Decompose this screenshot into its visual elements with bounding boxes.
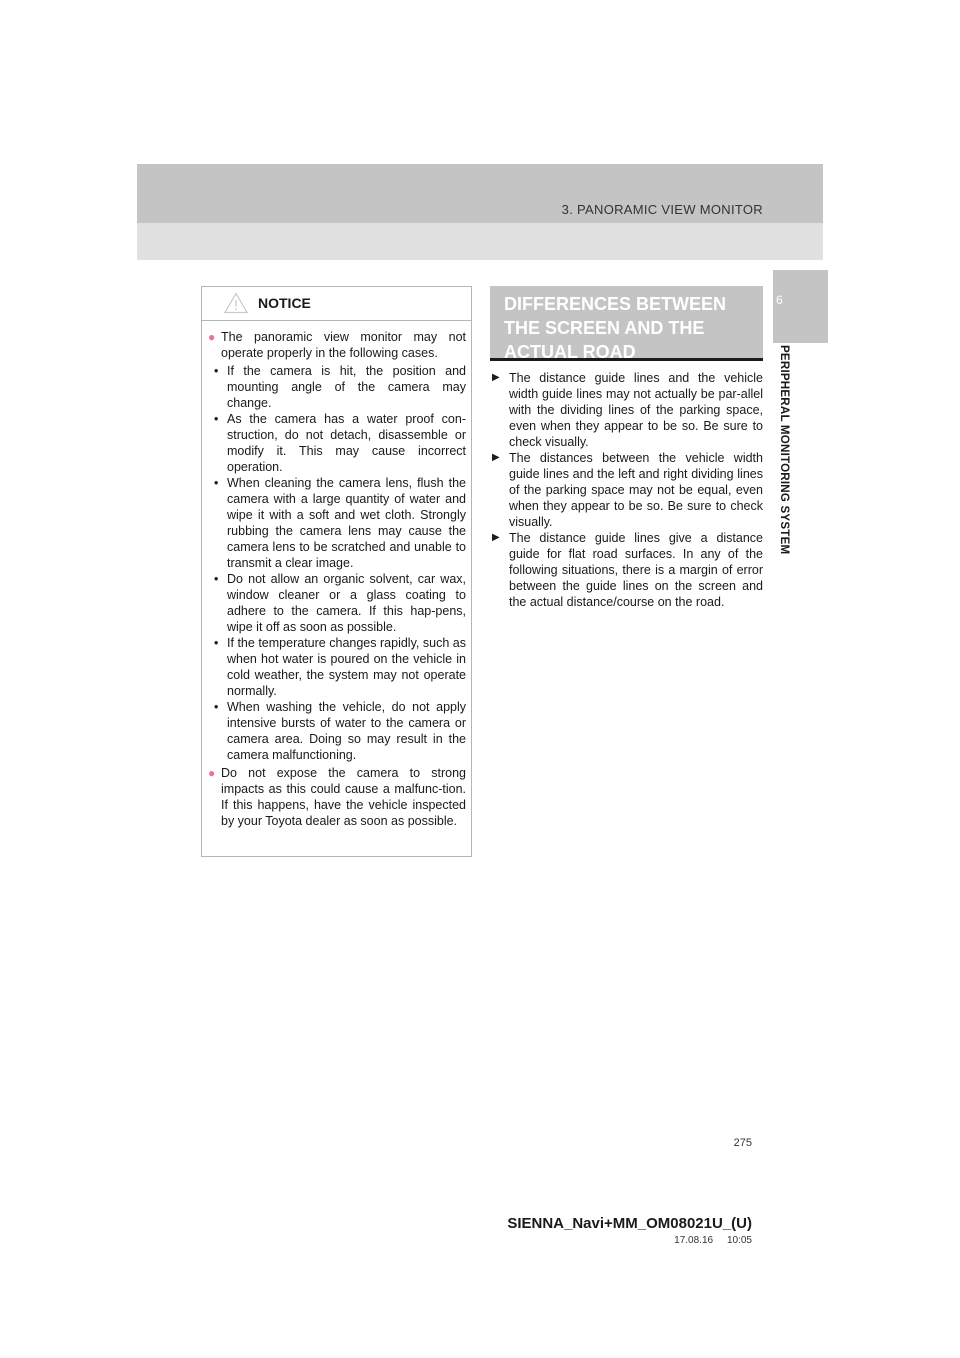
chapter-side-label: PERIPHERAL MONITORING SYSTEM bbox=[778, 345, 791, 555]
chapter-number: 6 bbox=[776, 293, 783, 307]
bullet-mark-icon: • bbox=[214, 700, 219, 714]
section-title: 3. PANORAMIC VIEW MONITOR bbox=[561, 202, 763, 217]
notice-subitem-text: If the camera is hit, the position and m… bbox=[227, 364, 466, 410]
bullet-mark-icon: • bbox=[214, 636, 219, 650]
triangle-bullet-icon: ▶ bbox=[492, 452, 500, 463]
notice-subitem: • As the camera has a water proof con-str… bbox=[214, 411, 466, 475]
notice-bullet: ● Do not expose the camera to strong imp… bbox=[208, 765, 466, 829]
list-item-text: The distance guide lines and the vehicle… bbox=[509, 371, 763, 449]
triangle-bullet-icon: ▶ bbox=[492, 372, 500, 383]
section-heading: DIFFERENCES BETWEEN THE SCREEN AND THE A… bbox=[504, 294, 727, 362]
notice-bullet: ● The panoramic view monitor may not ope… bbox=[208, 329, 466, 361]
bullet-dot-icon: ● bbox=[208, 330, 216, 344]
bullet-mark-icon: • bbox=[214, 572, 219, 586]
bullet-mark-icon: • bbox=[214, 412, 219, 426]
list-item-text: The distance guide lines give a distance… bbox=[509, 531, 763, 609]
notice-subitem-text: Do not allow an organic solvent, car wax… bbox=[227, 572, 466, 634]
page-number: 275 bbox=[733, 1137, 752, 1149]
notice-subitem: • Do not allow an organic solvent, car wa… bbox=[214, 571, 466, 635]
bullet-mark-icon: • bbox=[214, 364, 219, 378]
notice-box: NOTICE ● The panoramic view monitor may … bbox=[201, 286, 472, 857]
notice-bullet-text: Do not expose the camera to strong impac… bbox=[221, 766, 466, 828]
notice-subitem: • If the camera is hit, the position and … bbox=[214, 363, 466, 411]
notice-header: NOTICE bbox=[202, 287, 471, 319]
notice-divider bbox=[202, 320, 471, 321]
header-band bbox=[137, 164, 823, 223]
notice-bullet-text: The panoramic view monitor may not opera… bbox=[221, 330, 466, 360]
notice-content: ● The panoramic view monitor may not ope… bbox=[208, 329, 466, 831]
list-item-text: The distances between the vehicle width … bbox=[509, 451, 763, 529]
document-date: 17.08.16 10:05 bbox=[674, 1235, 752, 1246]
notice-title: NOTICE bbox=[258, 295, 311, 311]
notice-subitem-text: If the temperature changes rapidly, such… bbox=[227, 636, 466, 698]
notice-subitem: • When cleaning the camera lens, flush th… bbox=[214, 475, 466, 571]
list-item: ▶ The distance guide lines and the vehicl… bbox=[492, 370, 763, 450]
bullet-dot-icon: ● bbox=[208, 766, 216, 780]
header-subband bbox=[137, 223, 823, 260]
list-item: ▶ The distances between the vehicle width… bbox=[492, 450, 763, 530]
section-heading-box: DIFFERENCES BETWEEN THE SCREEN AND THE A… bbox=[490, 286, 763, 362]
notice-subitem: • When washing the vehicle, do not apply … bbox=[214, 699, 466, 763]
notice-subitem-text: When washing the vehicle, do not apply i… bbox=[227, 700, 466, 762]
triangle-bullet-icon: ▶ bbox=[492, 532, 500, 543]
bullet-mark-icon: • bbox=[214, 476, 219, 490]
chapter-tab bbox=[773, 270, 828, 343]
notice-subitem: • If the temperature changes rapidly, suc… bbox=[214, 635, 466, 699]
document-id: SIENNA_Navi+MM_OM08021U_(U) bbox=[507, 1215, 752, 1232]
notice-subitem-text: When cleaning the camera lens, flush the… bbox=[227, 476, 466, 570]
differences-list: ▶ The distance guide lines and the vehicl… bbox=[492, 370, 763, 610]
warning-triangle-icon bbox=[224, 292, 248, 314]
notice-subitem-text: As the camera has a water proof con-stru… bbox=[227, 412, 466, 474]
list-item: ▶ The distance guide lines give a distanc… bbox=[492, 530, 763, 610]
